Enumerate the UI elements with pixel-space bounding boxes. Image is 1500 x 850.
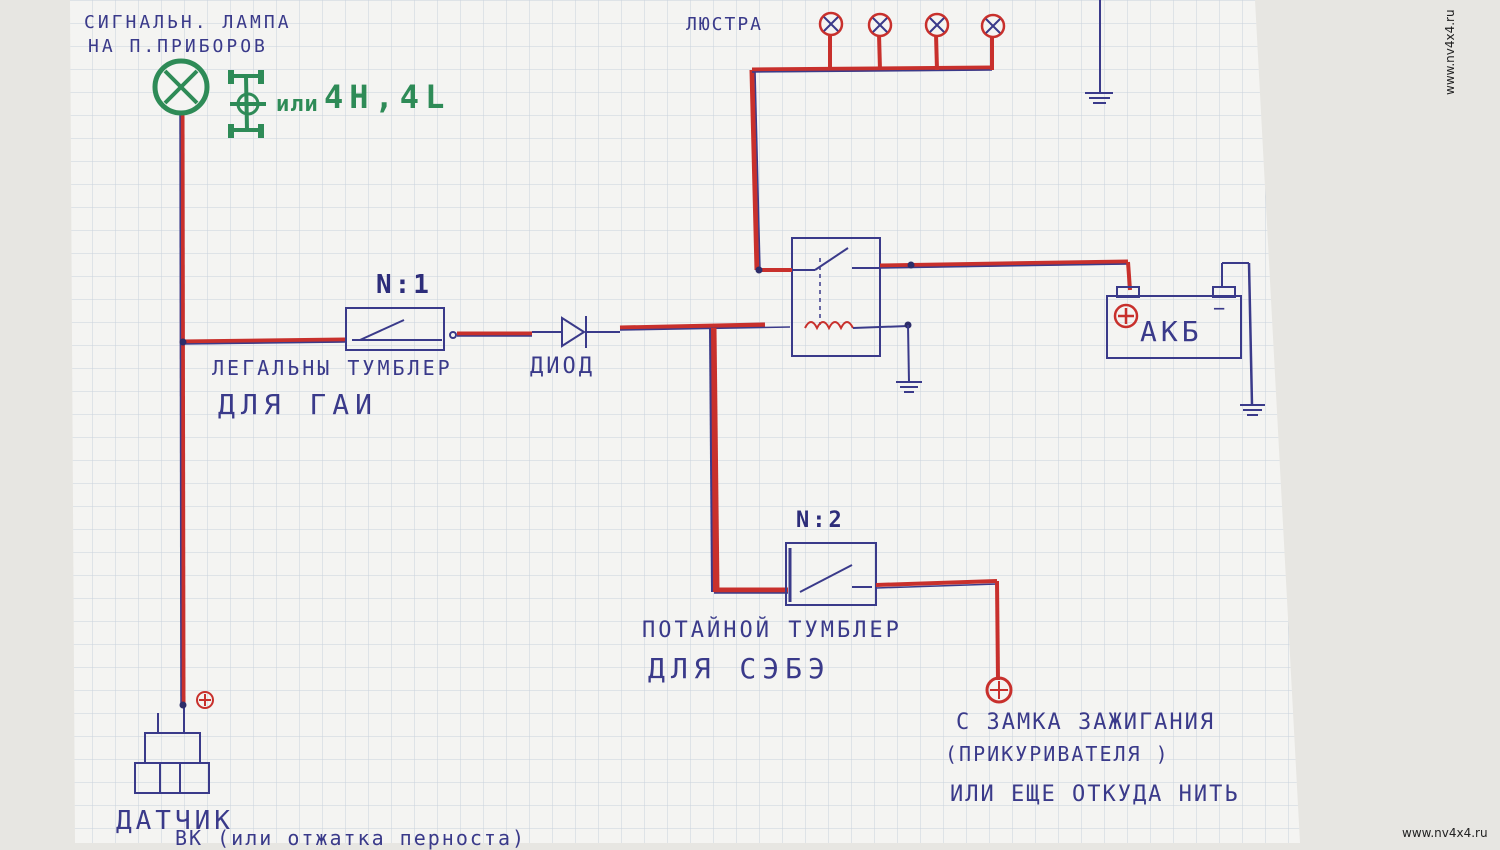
signal-lamp-label: СИГНАЛЬН. ЛАМПА: [84, 12, 292, 33]
wire-chandelier-bus: [751, 33, 994, 73]
diode-label: ДИОД: [530, 354, 595, 379]
paper-grid: [70, 0, 1300, 843]
wire-relay-battery: [879, 259, 1132, 291]
sensor-plus-icon: [196, 691, 214, 709]
elsewhere-label: ИЛИ ЕЩЕ ОТКУДА НИТЬ: [950, 782, 1240, 807]
ignition-plus-terminal: [985, 676, 1013, 704]
battery-label: АКБ: [1140, 315, 1203, 348]
switch-1-number: N:1: [376, 270, 432, 300]
battery-plus-icon: [1113, 303, 1139, 329]
sensor-label: ДАТЧИК: [116, 806, 234, 836]
or-label: или: [276, 92, 319, 117]
sensor-detail-label: ВК (или отжатка перноста): [175, 826, 527, 850]
watermark-vertical: www.nv4x4.ru: [1443, 9, 1457, 95]
wire-chandelier-relay: [749, 69, 792, 274]
lighter-label: (ПРИКУРИВАТЕЛЯ ): [945, 742, 1170, 766]
battery-minus-label: −: [1213, 296, 1229, 320]
chandelier-lamp-icon: [980, 13, 1006, 39]
self-label: ДЛЯ СЭБЭ: [648, 652, 831, 685]
legal-switch-label: ЛЕГАЛЬНЫ ТУМБЛЕР: [212, 356, 453, 380]
diode-symbol: [532, 316, 620, 348]
wire-lamp-sensor: [179, 104, 186, 706]
wire-to-switch-1: [181, 337, 346, 345]
junction-node-1: [179, 338, 187, 346]
modes-label: 4H,4L: [324, 78, 451, 116]
hidden-switch-label: ПОТАЙНОЙ ТУМБЛЕР: [642, 618, 902, 643]
chandelier-ground-symbol: [1085, 0, 1113, 104]
signal-lamp-icon: [152, 58, 210, 116]
switch-2: [785, 542, 877, 606]
switch-2-number: N:2: [796, 508, 845, 533]
chandelier-lamp-icon: [867, 12, 893, 38]
chandelier-lamp-icon: [924, 12, 950, 38]
watermark-bottom: www.nv4x4.ru: [1402, 826, 1488, 840]
switch-1: [345, 307, 457, 351]
chandelier-lamp-icon: [818, 11, 844, 37]
wire-switch2-ignition: [875, 579, 1000, 681]
battery-ground-symbol: [1221, 262, 1265, 416]
panel-label: НА П.ПРИБОРОВ: [88, 36, 268, 57]
ignition-label: С ЗАМКА ЗАЖИГАНИЯ: [956, 710, 1216, 735]
wire-switch1-diode: [457, 331, 532, 337]
relay-ground-symbol: [896, 324, 922, 393]
police-label: ДЛЯ ГАИ: [218, 388, 379, 421]
wire-diode-relay: [619, 322, 791, 331]
chandelier-label: ЛЮСТРА: [686, 14, 764, 35]
battery: [1106, 286, 1242, 359]
wire-to-switch-2: [709, 327, 788, 594]
four-wheel-drive-icon: [228, 70, 266, 138]
sensor: [134, 701, 210, 794]
